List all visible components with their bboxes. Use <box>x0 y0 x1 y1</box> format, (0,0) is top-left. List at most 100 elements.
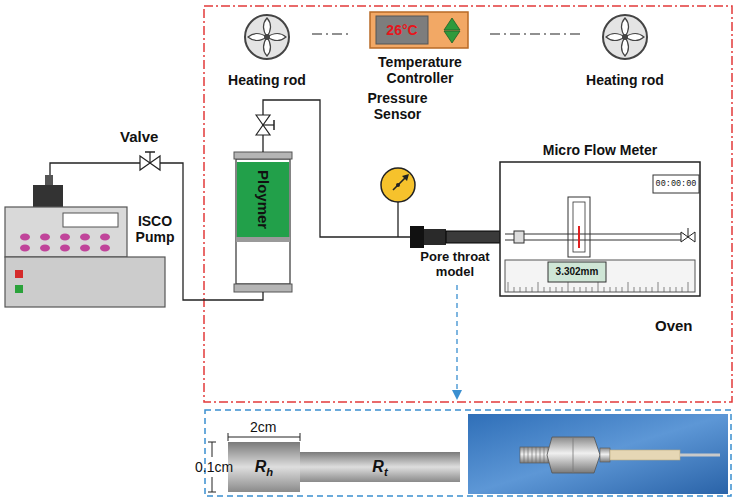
photo-backdrop <box>468 414 728 494</box>
shape-part <box>505 234 684 235</box>
shape-part <box>424 229 446 245</box>
node-title: Rh <box>228 442 300 492</box>
valve-label: Valve <box>120 128 158 145</box>
shape-part <box>264 34 270 40</box>
shape-part <box>568 197 590 257</box>
valve-symbol <box>256 115 274 135</box>
shape-part <box>500 162 700 296</box>
shape-part <box>5 257 165 307</box>
node-title: Micro Flow Meter <box>500 142 700 158</box>
subscript: t <box>384 466 388 478</box>
shape-part <box>20 234 30 241</box>
shape-part <box>15 285 23 293</box>
node-title: Heating rod <box>222 72 312 88</box>
shape-part <box>15 270 23 278</box>
polymer-cylinder: Ploymer <box>236 152 290 292</box>
micro-flow-meter: Micro Flow Meter 00:00:00 3.302mm <box>500 142 705 298</box>
shape-part <box>234 284 292 292</box>
node-title: Rt <box>300 452 460 482</box>
shape-part <box>236 237 290 242</box>
node-title: Oven <box>655 317 715 334</box>
shape-part <box>20 245 30 252</box>
shape-part <box>688 232 695 242</box>
valve-half <box>256 115 270 125</box>
detail-frame <box>205 410 731 496</box>
shape-part <box>444 18 460 30</box>
node-title: Pore throat model <box>405 250 505 280</box>
shape-part <box>236 159 290 284</box>
thread-lines <box>524 447 548 463</box>
temperature-controller: Temperature Controller26°C <box>350 10 490 90</box>
node-title: Pressure Sensor <box>350 90 445 122</box>
shape-part <box>505 260 695 292</box>
shape-part <box>514 231 524 243</box>
shape-part <box>204 6 732 402</box>
shape-part <box>370 12 468 48</box>
control-line <box>312 33 350 34</box>
ceramic-tube <box>610 450 680 460</box>
dimension-tick <box>300 433 301 441</box>
control-line <box>490 33 580 34</box>
shape-part <box>245 15 289 59</box>
valve-half <box>256 125 270 135</box>
fitting-collar <box>600 448 610 462</box>
shape-part <box>376 16 428 44</box>
dimension-tick <box>228 433 229 441</box>
dimension-label: 0.1cm <box>195 459 233 475</box>
heating-rod: Heating rod <box>222 12 312 92</box>
valve-half <box>150 156 160 170</box>
shape-part <box>444 31 460 43</box>
shape-part <box>60 234 70 241</box>
shape-part <box>505 240 684 241</box>
node-value: 00:00:00 <box>653 175 699 193</box>
valve-handle <box>145 151 155 153</box>
dimension-line <box>212 442 213 457</box>
valve-stem <box>263 124 274 125</box>
shape-part <box>396 183 400 187</box>
dimension-tick <box>208 492 216 493</box>
shape-part <box>578 226 580 248</box>
shape-part <box>508 282 688 292</box>
shape-part <box>300 452 460 482</box>
shape-part <box>234 152 292 159</box>
pore-body: Rh <box>228 442 300 492</box>
dimension-line <box>228 437 300 438</box>
nut-edge <box>573 437 574 473</box>
shape-part <box>63 213 118 227</box>
shape-part <box>573 202 585 252</box>
heating-rod: Heating rod <box>580 12 670 92</box>
shape-part <box>80 234 90 241</box>
subscript: h <box>266 466 273 478</box>
node-title: Temperature Controller <box>360 54 480 86</box>
node-title: Heating rod <box>580 72 670 88</box>
dimension-line <box>212 477 213 492</box>
shape-part <box>228 442 300 492</box>
shape-part <box>237 162 289 237</box>
shape-part <box>548 262 606 282</box>
shape-part <box>40 245 50 252</box>
gauge-stem <box>397 202 398 237</box>
shape-part <box>100 234 110 241</box>
shape-part <box>606 18 644 56</box>
shape-part <box>622 34 628 40</box>
shape-part <box>381 168 415 202</box>
shape-part <box>33 185 63 207</box>
micro-flow-meter-outline <box>500 142 705 298</box>
shape-part <box>80 245 90 252</box>
shape-part <box>446 231 500 243</box>
pressure-gauge: Pressure Sensor <box>345 90 450 203</box>
node-title: ISCO Pump <box>131 213 179 245</box>
node-value: 3.302mm <box>548 262 606 282</box>
valve-stem <box>149 152 150 163</box>
detail-pointer <box>456 285 457 399</box>
throat-body: Rt <box>300 452 460 482</box>
shape-part <box>5 207 127 257</box>
shape-part <box>402 174 409 181</box>
shape-part <box>681 232 688 242</box>
shape-part <box>603 15 647 59</box>
valve-handle <box>273 120 275 130</box>
shape-part <box>688 228 689 237</box>
